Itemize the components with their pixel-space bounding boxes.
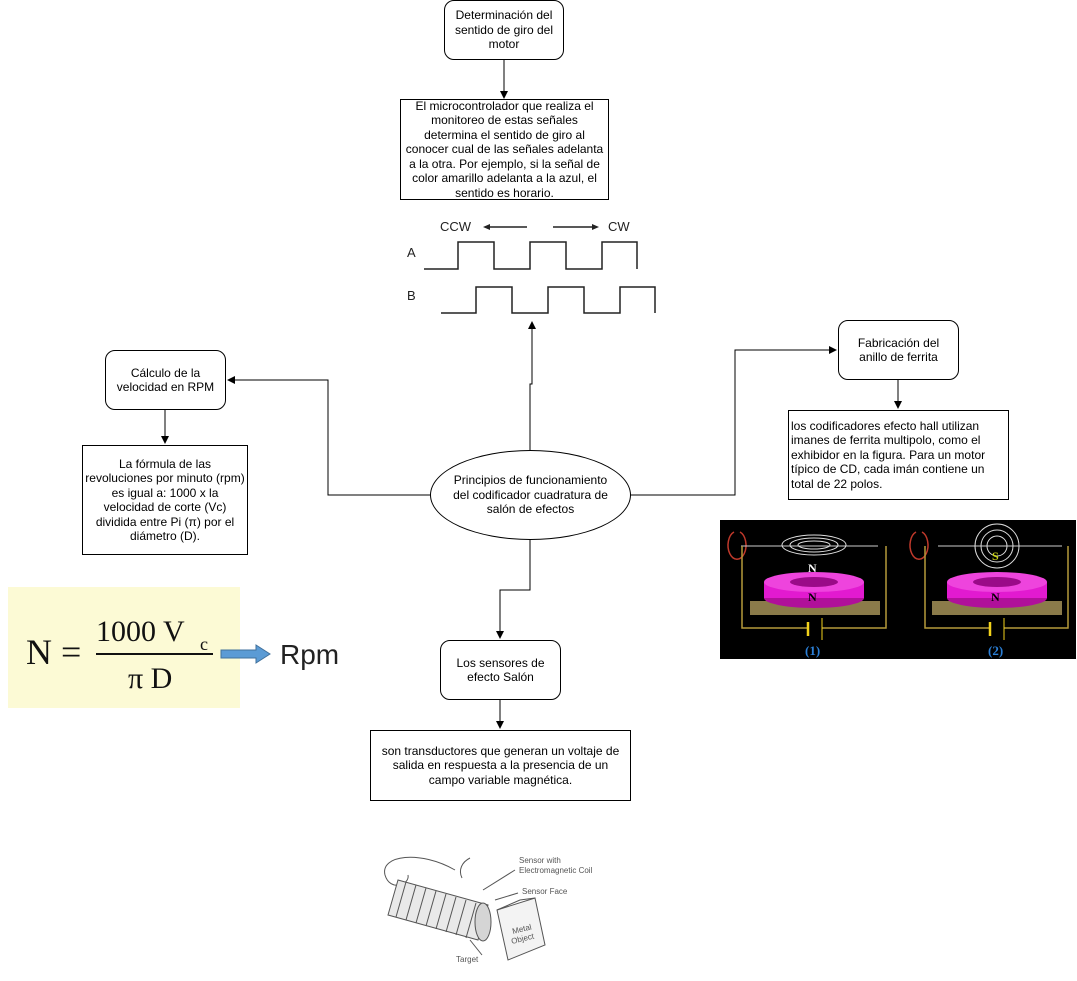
rpm-text-node: La fórmula de las revoluciones por minut… [82, 445, 248, 555]
center-title: Principios de funcionamiento del codific… [453, 473, 608, 517]
rpm-title: Cálculo de la velocidad en RPM [116, 365, 215, 395]
pole-s-top-2: S [992, 549, 999, 563]
direction-text: El microcontrolador que realiza el monit… [405, 98, 604, 200]
label-sensor-coil: Sensor with [519, 856, 561, 865]
pole-n-top-1: N [808, 561, 817, 575]
rpm-formula [8, 587, 240, 708]
label-sensor-coil-2: Electromagnetic Coil [519, 866, 593, 875]
magnet-panel-1: N N (1) [727, 531, 887, 658]
formula-subscript: c [200, 634, 208, 654]
sensor-text: son transductores que generan un voltaje… [381, 743, 620, 787]
direction-text-node: El microcontrolador que realiza el monit… [400, 99, 609, 200]
ferrite-title: Fabricación del anillo de ferrita [857, 335, 940, 365]
formula-arrow [220, 644, 271, 664]
metal-object [496, 897, 546, 961]
edge-center-ferrite [630, 346, 837, 496]
edge-center-rpm [227, 376, 430, 496]
direction-title-node: Determinación del sentido de giro del mo… [444, 0, 564, 60]
direction-title: Determinación del sentido de giro del mo… [454, 8, 554, 52]
signal-b-label: B [407, 288, 416, 303]
rpm-title-node: Cálculo de la velocidad en RPM [105, 350, 226, 410]
label-target: Target [456, 955, 479, 964]
formula-denominator: π D [128, 662, 172, 695]
sensor-body [387, 879, 492, 942]
sensor-title: Los sensores de efecto Salón [456, 655, 545, 685]
label-sensor-face: Sensor Face [522, 887, 568, 896]
panel-label-1: (1) [805, 643, 820, 658]
rpm-text: La fórmula de las revoluciones por minut… [85, 456, 245, 544]
edge-center-sensor [496, 540, 531, 639]
sensor-text-node: son transductores que generan un voltaje… [370, 730, 631, 801]
cw-label: CW [608, 219, 630, 234]
pole-n-ring-1: N [808, 590, 817, 604]
ccw-label: CCW [440, 219, 472, 234]
sensor-title-node: Los sensores de efecto Salón [440, 640, 561, 700]
pole-n-ring-2: N [991, 590, 1000, 604]
ferrite-text: los codificadores efecto hall utilizan i… [791, 418, 986, 491]
formula-result: Rpm [280, 639, 339, 670]
panel-label-2: (2) [988, 643, 1003, 658]
edge-center-waveform [528, 321, 536, 450]
ferrite-title-node: Fabricación del anillo de ferrita [838, 320, 959, 380]
signal-b-wave [441, 286, 656, 314]
ferrite-text-node: los codificadores efecto hall utilizan i… [788, 410, 1009, 500]
center-node: Principios de funcionamiento del codific… [430, 450, 631, 540]
signal-a-wave [424, 241, 638, 270]
formula-numerator: 1000 V [96, 615, 185, 648]
formula-n: N = [26, 632, 81, 672]
signal-a-label: A [407, 245, 416, 260]
magnet-panel-2: S N (2) [909, 523, 1069, 658]
